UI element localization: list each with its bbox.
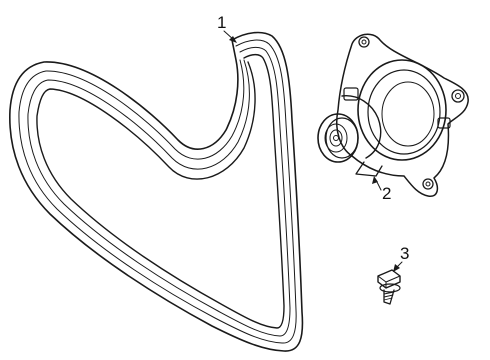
callout-3-label: 3 <box>400 244 409 263</box>
callout-3: 3 <box>393 244 409 272</box>
callout-3-arrowhead <box>393 264 400 272</box>
callout-1-arrowhead <box>229 36 237 43</box>
callout-1: 1 <box>217 13 237 43</box>
callout-2-label: 2 <box>382 184 391 203</box>
drive-belt <box>9 31 304 352</box>
belt-tensioner <box>317 33 469 197</box>
callout-1-label: 1 <box>217 13 226 32</box>
callout-2-arrowhead <box>372 176 378 184</box>
callout-2: 2 <box>372 176 391 203</box>
bolt <box>377 269 401 305</box>
